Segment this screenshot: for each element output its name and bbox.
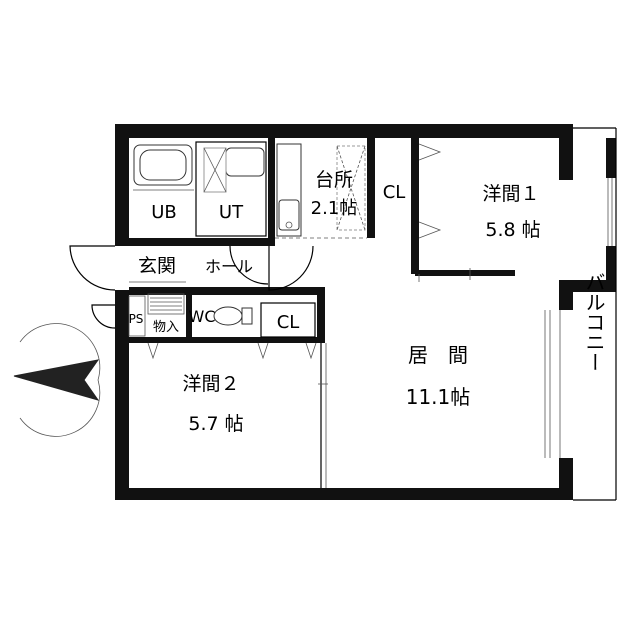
room-size-living: 11.1帖 [406,385,471,409]
room-size-western1: 5.8 帖 [485,219,540,241]
room-size-western2: 5.7 帖 [188,413,243,435]
balcony-outline [544,127,617,501]
closet-top-doors [418,143,442,239]
room-label-western1: 洋間１ [482,183,539,205]
room-label-closet-mid: CL [277,312,300,333]
washbasin [225,147,265,177]
exterior-walls [115,124,616,500]
room-label-ut: UT [219,202,244,223]
room-size-kitchen: 2.1帖 [311,198,358,219]
north-arrow-icon [13,323,101,437]
room-label-entrance: 玄関 [138,255,176,277]
room-label-hall: ホール [205,257,253,276]
room-label-storage: 物入 [153,320,179,335]
room-label-balcony: バルコニー [582,272,606,372]
room-label-ps: PS [129,312,144,326]
toilet [213,306,253,326]
room-label-ub: UB [151,202,177,223]
hall-door-swing [229,245,314,291]
utility-room-box [195,141,267,237]
room-label-wc: WC [189,307,216,326]
ps-box [128,295,146,337]
kitchen-counter [276,143,302,237]
storage-shelf [147,293,185,315]
interior-walls [129,138,515,343]
ps-door [91,304,116,329]
western2-closet-doors [147,342,317,360]
kitchen-cabinet [336,145,366,231]
sliding-door-western2 [320,343,327,488]
washer-space [203,147,227,193]
room-label-western2: 洋間２ [182,373,239,395]
bathtub [133,144,194,191]
closet-mid-box [260,302,316,338]
room-label-closet-top: CL [383,182,406,203]
room-label-kitchen: 台所 [315,169,353,191]
entrance-door-swing [69,245,116,291]
room-label-living: 居 間 [408,343,468,367]
